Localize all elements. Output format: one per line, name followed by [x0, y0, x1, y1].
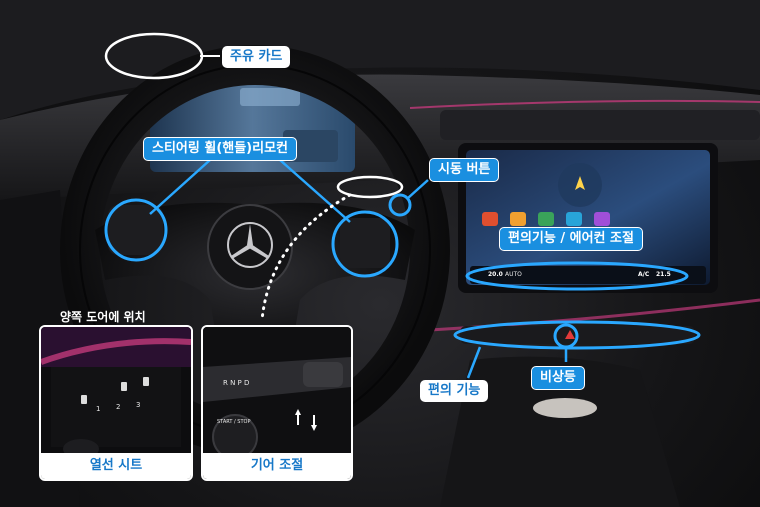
- center-vents: [440, 110, 760, 140]
- fuel-card-label: 주유 카드: [222, 46, 291, 68]
- heated-seat-svg: [41, 327, 191, 459]
- stalk-highlight: [336, 175, 404, 199]
- app-icon-4: [566, 212, 582, 226]
- app-icon-3: [538, 212, 554, 226]
- seat-heater-icon: [81, 395, 87, 404]
- convenience-line: [466, 346, 482, 379]
- right-remote-line: [279, 159, 351, 223]
- convenience-highlight: [453, 320, 701, 350]
- hvac-auto: AUTO: [505, 271, 522, 278]
- seat-level-3: 3: [136, 401, 141, 409]
- hvac-bar: [470, 266, 706, 284]
- left-remote-line: [149, 159, 211, 215]
- hvac-left-temp: 20.0: [488, 271, 503, 278]
- start-stop-text: START / STOP: [217, 419, 251, 425]
- heated-seat-inset: 1 2 3 열선 시트: [39, 325, 193, 481]
- arrow-up-icon: [295, 409, 301, 415]
- gear-dotted-line: [260, 193, 352, 322]
- gear-letters: R N P D: [223, 379, 250, 387]
- console-armrest-handle: [533, 398, 597, 418]
- steering-remote-label: 스티어링 휠(핸들)리모컨: [143, 137, 298, 161]
- left-spoke-controls: [108, 205, 163, 255]
- nav-arrow-icon: [575, 176, 585, 190]
- windshield: [0, 0, 760, 120]
- seat-level-1: 1: [96, 405, 101, 413]
- gear-label: 기어 조절: [203, 453, 351, 479]
- app-icon-1: [482, 212, 498, 226]
- right-remote-highlight: [331, 210, 399, 278]
- infotainment-screen: [466, 150, 710, 285]
- seat-heater-icon-2: [121, 382, 127, 391]
- start-button-highlight: [388, 193, 412, 217]
- seat-heater-icon-3: [143, 377, 149, 386]
- hazard-label: 비상등: [531, 366, 585, 390]
- hvac-highlight: [465, 261, 689, 291]
- hvac-right-temp: 21.5: [656, 271, 671, 278]
- hvac-ac: A/C: [638, 271, 650, 278]
- mercedes-logo-icon: [227, 222, 273, 268]
- start-button-label: 시동 버튼: [429, 158, 500, 182]
- app-icon-5: [594, 212, 610, 226]
- convenience-ac-label: 편의기능 / 에어컨 조절: [499, 227, 643, 251]
- right-spoke-controls: [340, 218, 390, 268]
- hazard-button-icon: [565, 330, 575, 339]
- both-doors-caption: 양쪽 도어에 위치: [60, 310, 146, 324]
- gear-stalk-end: [303, 362, 343, 387]
- start-button-line: [407, 179, 429, 199]
- gear-inset: R N P D START / STOP 기어 조절: [201, 325, 353, 481]
- heated-seat-label: 열선 시트: [41, 453, 191, 479]
- cluster-center-display: [240, 88, 300, 106]
- left-remote-highlight: [104, 198, 168, 262]
- convenience-label: 편의 기능: [420, 380, 489, 402]
- center-console: [440, 356, 680, 507]
- arrow-down-icon: [311, 425, 317, 431]
- ambient-light-console: [429, 298, 760, 332]
- seat-level-2: 2: [116, 403, 121, 411]
- ambient-light-top: [409, 99, 760, 109]
- app-icon-2: [510, 212, 526, 226]
